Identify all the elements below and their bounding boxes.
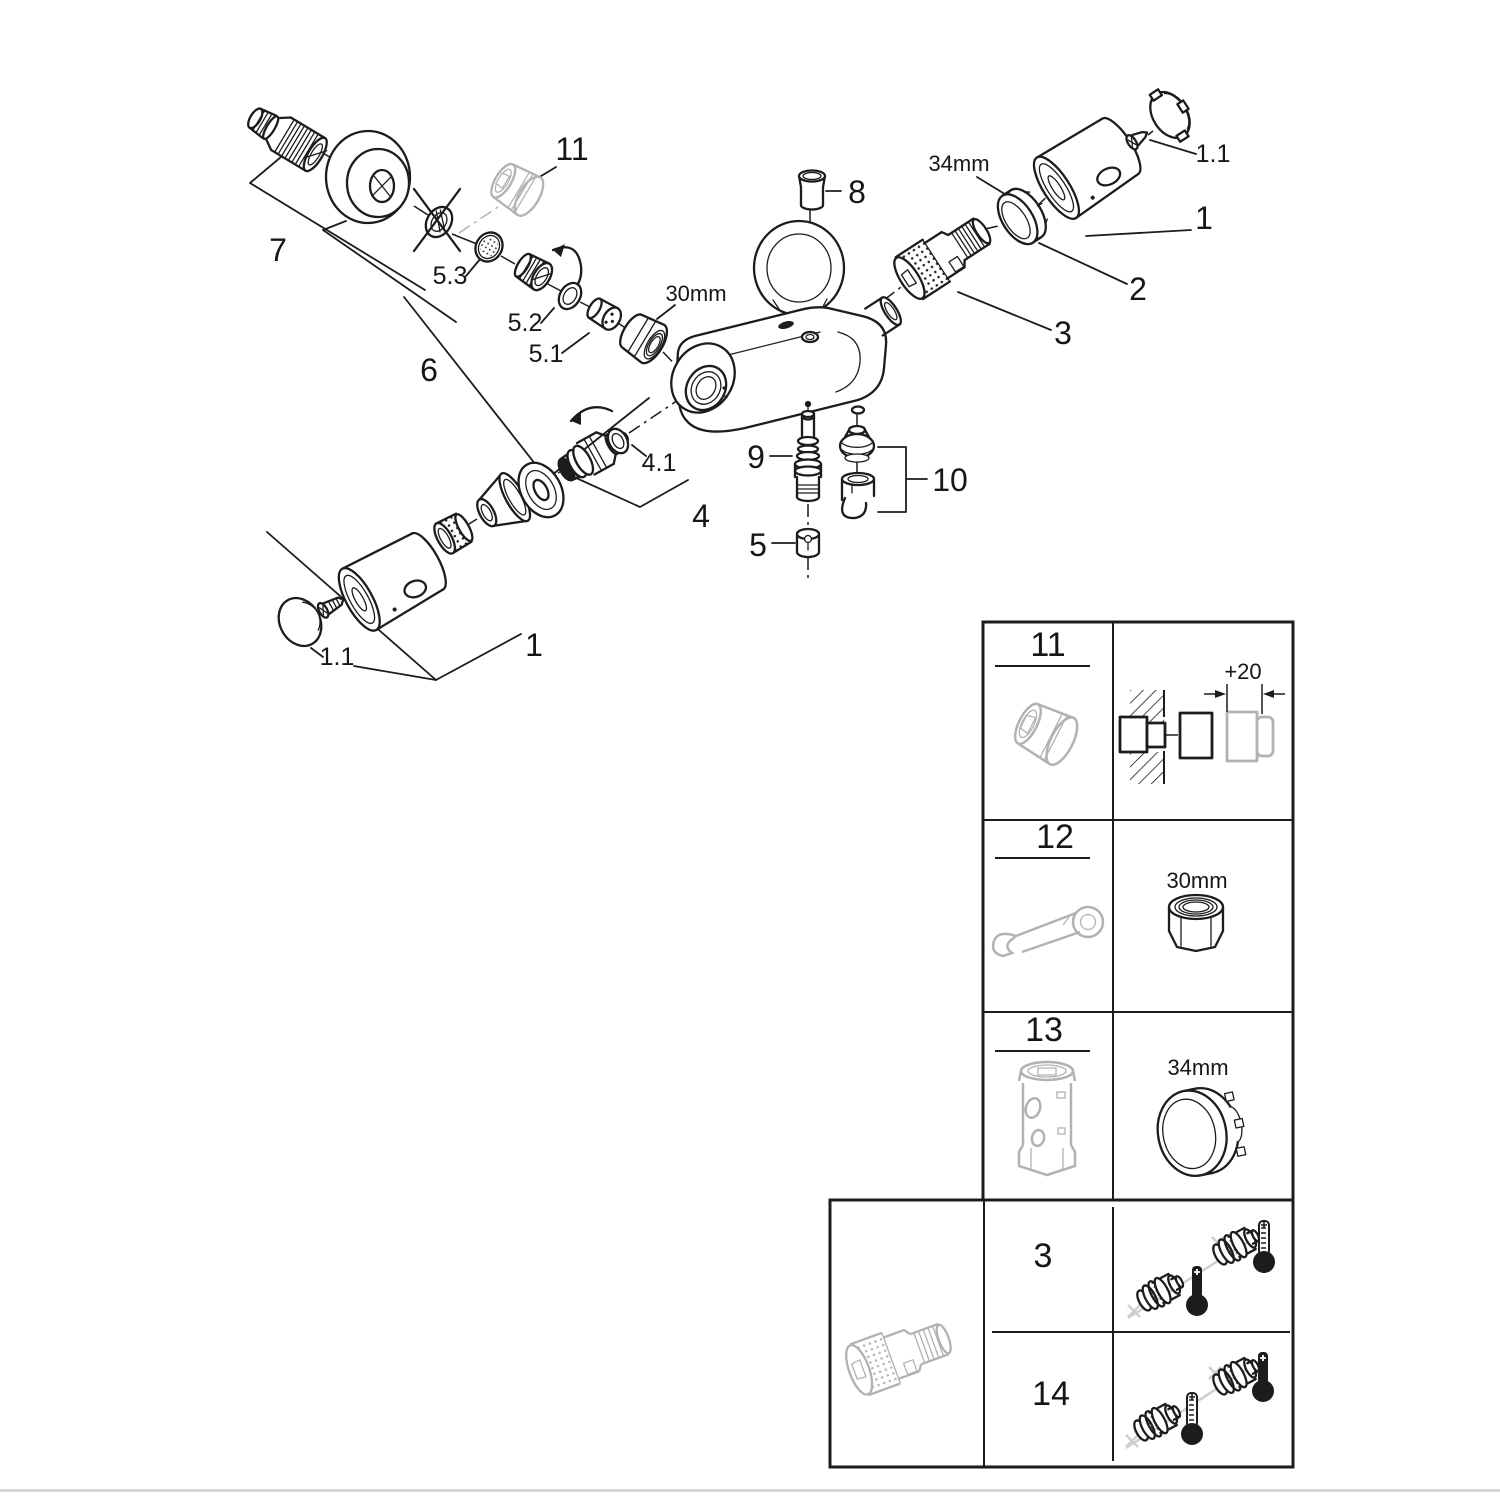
table-ref-13: 13 <box>1025 1011 1063 1049</box>
callout-11: 11 <box>555 131 588 167</box>
handle-sleeve-part-1 <box>1032 116 1142 220</box>
callout-5: 5 <box>749 527 767 563</box>
right-boss <box>864 296 902 337</box>
handle-cap-left <box>277 596 323 648</box>
variant-ref-3: 3 <box>1034 1237 1053 1275</box>
wall-mount-dimension-icon: +20 <box>1118 659 1285 784</box>
body-slot <box>778 321 794 329</box>
callout-1-right: 1 <box>1195 200 1213 236</box>
callout-9: 9 <box>747 439 765 475</box>
escutcheon-rosette <box>324 129 412 225</box>
spout-connector-part-5-2 <box>513 244 583 295</box>
ring-nut-icon <box>1156 1086 1247 1178</box>
extension-adapter-icon <box>1013 702 1079 767</box>
rotation-arrowhead <box>553 244 565 257</box>
thermostatic-cartridge-part-3 <box>893 217 992 301</box>
plug-part-8 <box>797 169 827 211</box>
mousseur-part-5-1 <box>586 297 623 331</box>
o-ring-part-4-1 <box>606 427 630 455</box>
crossed-out-seal <box>412 187 462 253</box>
callout-labels: 7 11 5.3 5.2 5.1 6 30mm 8 34mm 1.1 1 2 3… <box>269 131 1230 671</box>
variant-row-3: 3 <box>1034 1220 1276 1320</box>
extension-adapter-part-11 <box>490 162 545 217</box>
aerator-screen-part-5-3 <box>474 231 504 263</box>
cartridge-variant-box: 3 14 <box>828 1198 1295 1469</box>
footer-rule <box>0 1489 1500 1492</box>
valve-clip-part-10b <box>840 471 876 520</box>
flange-disc-left <box>517 461 565 519</box>
top-port <box>800 330 820 344</box>
callout-5-1: 5.1 <box>529 340 564 368</box>
spout-inlet <box>670 342 736 414</box>
thermo-element-part-9 <box>793 400 823 503</box>
table-row-12: 12 30mm <box>991 818 1228 958</box>
wall-flange <box>752 219 846 317</box>
cartridge-with-thermometers-icon <box>1127 1220 1276 1320</box>
callout-1-1-left: 1.1 <box>320 643 355 671</box>
cone-housing-left <box>476 471 532 528</box>
dimension-34mm: 34mm <box>928 151 989 176</box>
callout-7: 7 <box>269 232 287 268</box>
table-ref-11: 11 <box>1030 626 1065 664</box>
cartridge-with-thermometers-icon <box>1125 1350 1275 1450</box>
table-row-11: 11 +20 <box>995 626 1285 784</box>
knurled-nut-left <box>433 512 474 555</box>
rotation-arrowhead <box>571 412 581 425</box>
callout-6: 6 <box>420 352 438 388</box>
check-valve-part-10 <box>838 424 876 463</box>
callout-1-left: 1 <box>525 627 543 663</box>
table-ref-12: 12 <box>1036 818 1074 856</box>
variant-ref-14: 14 <box>1032 1375 1070 1413</box>
handle-screw-left <box>316 596 345 619</box>
dimension-plus-20: +20 <box>1224 659 1261 684</box>
callout-4: 4 <box>692 498 710 534</box>
table-row-13: 13 34mm <box>995 1011 1247 1178</box>
callout-2: 2 <box>1129 271 1147 307</box>
handle-cap-part-1-1 <box>1148 88 1191 143</box>
callout-1-1-right: 1.1 <box>1196 140 1231 168</box>
variant-row-14: 14 <box>1032 1350 1275 1450</box>
faucet-body <box>670 219 902 433</box>
wall-hatch-lower <box>1130 752 1164 784</box>
parts-table: 11 +20 <box>981 620 1295 1202</box>
union-nut-icon <box>1167 893 1225 953</box>
handle-sleeve-left <box>337 531 447 632</box>
dim-arrow-left <box>1263 690 1274 698</box>
dim-arrow-right <box>1215 690 1226 698</box>
adapter-part-5 <box>795 527 821 559</box>
dimension-30mm: 30mm <box>665 281 726 306</box>
combination-wrench-icon <box>991 905 1105 958</box>
callout-3: 3 <box>1054 315 1072 351</box>
bottom-port-right <box>850 405 866 415</box>
handle-screw <box>1125 130 1149 151</box>
table-dim-34mm: 34mm <box>1167 1055 1228 1080</box>
thermostatic-cartridge-icon <box>845 1322 952 1397</box>
callout-4-1: 4.1 <box>642 449 677 477</box>
callout-8: 8 <box>848 174 866 210</box>
o-ring-part-6-group <box>557 281 583 311</box>
ring-nut-34mm-part-2 <box>996 187 1048 246</box>
socket-wrench-sleeve-icon <box>1017 1060 1077 1177</box>
callout-10: 10 <box>932 462 968 498</box>
callout-5-2: 5.2 <box>508 309 543 337</box>
union-nut-30mm <box>619 313 669 365</box>
leader-lines <box>249 139 1197 681</box>
wall-union-fitting <box>247 107 328 173</box>
table-dim-30mm: 30mm <box>1166 868 1227 893</box>
callout-5-3: 5.3 <box>433 262 468 290</box>
